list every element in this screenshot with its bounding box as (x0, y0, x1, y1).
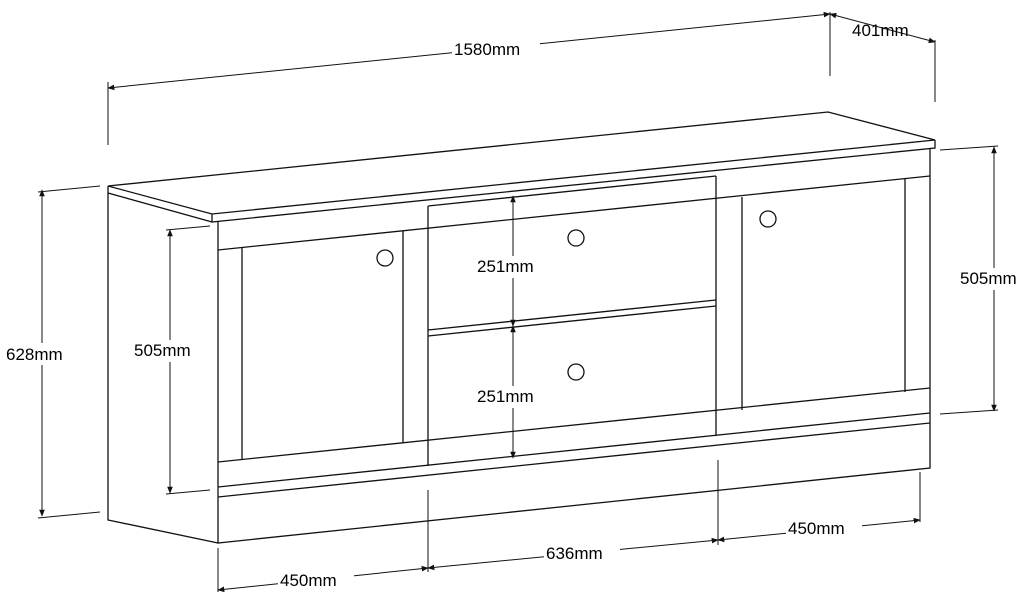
depth-label: 401mm (852, 21, 909, 40)
top-drawer-knob-icon (567, 229, 585, 247)
knobs (376, 210, 777, 381)
right-door-height-label: 505mm (960, 269, 1017, 288)
middle-section-width-label: 636mm (546, 544, 603, 563)
top-drawer-height-label: 251mm (477, 257, 534, 276)
width-label: 1580mm (454, 40, 520, 59)
right-section-width-label: 450mm (788, 519, 845, 538)
bottom-drawer-height-label: 251mm (477, 387, 534, 406)
height-label: 628mm (6, 345, 63, 364)
right-door-knob-icon (759, 210, 777, 228)
left-door-knob-icon (376, 249, 394, 267)
bottom-drawer-knob-icon (567, 363, 585, 381)
left-door-height-label: 505mm (134, 341, 191, 360)
cabinet-outline (107, 111, 936, 544)
left-section-width-label: 450mm (280, 571, 337, 590)
dimension-lines (37, 11, 999, 593)
dimension-labels: 1580mm 401mm 628mm 505mm 505mm 251mm 251… (4, 21, 1034, 592)
